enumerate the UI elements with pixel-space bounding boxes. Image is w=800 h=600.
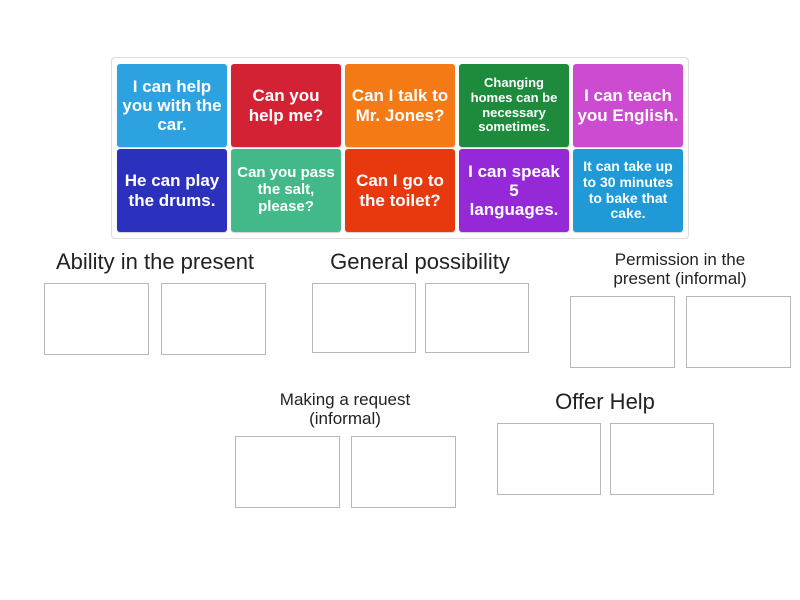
- dropzone[interactable]: [234, 436, 340, 509]
- tile-label: Changing homes can be necessary sometime…: [470, 75, 558, 135]
- tile-row-1: I can help you with the car. Can you hel…: [117, 64, 683, 147]
- dropzone[interactable]: [424, 282, 529, 353]
- tile-row-2: He can play the drums. Can you pass the …: [117, 149, 683, 232]
- category-area: Ability in the present General possibili…: [0, 249, 800, 509]
- tile-i-can-speak-5-languages[interactable]: I can speak 5 languages.: [459, 149, 569, 232]
- category-row-2: Making a request (informal) Offer Help: [0, 389, 800, 509]
- tile-label: Can you pass the salt, please?: [237, 164, 335, 215]
- category-label: Offer Help: [555, 389, 655, 415]
- dropzone[interactable]: [311, 282, 416, 353]
- tile-label: Can I go to the toilet?: [356, 171, 444, 210]
- category-ability-in-the-present: Ability in the present: [25, 249, 285, 355]
- category-row-1: Ability in the present General possibili…: [0, 249, 800, 369]
- dropzone[interactable]: [350, 436, 456, 509]
- category-dropzones: [44, 282, 266, 355]
- tile-can-you-pass-the-salt[interactable]: Can you pass the salt, please?: [231, 149, 341, 232]
- tile-label: I can speak 5 languages.: [468, 161, 560, 220]
- tile-label: It can take up to 30 minutes to bake tha…: [582, 158, 674, 222]
- draggable-tile-tray: I can help you with the car. Can you hel…: [111, 57, 689, 239]
- tile-offer-help-car[interactable]: I can help you with the car.: [117, 64, 227, 147]
- tile-can-i-go-to-the-toilet[interactable]: Can I go to the toilet?: [345, 149, 455, 232]
- tile-can-you-help-me[interactable]: Can you help me?: [231, 64, 341, 147]
- tile-he-can-play-the-drums[interactable]: He can play the drums.: [117, 149, 227, 232]
- category-dropzones: [569, 296, 791, 369]
- tile-label: He can play the drums.: [124, 171, 220, 210]
- category-dropzones: [234, 436, 456, 509]
- tile-cake-30-minutes[interactable]: It can take up to 30 minutes to bake tha…: [573, 149, 683, 232]
- dropzone[interactable]: [685, 296, 791, 369]
- category-general-possibility: General possibility: [295, 249, 545, 353]
- tile-label: I can help you with the car.: [122, 76, 222, 135]
- category-permission-in-the-present-informal: Permission in the present (informal): [565, 250, 795, 369]
- category-offer-help: Offer Help: [490, 389, 720, 495]
- dropzone[interactable]: [161, 282, 266, 355]
- category-label: Ability in the present: [55, 249, 255, 274]
- tile-label: I can teach you English.: [577, 86, 679, 125]
- tile-changing-homes-necessary[interactable]: Changing homes can be necessary sometime…: [459, 64, 569, 147]
- category-dropzones: [311, 282, 529, 353]
- category-label: Making a request (informal): [279, 390, 411, 429]
- tile-can-i-talk-to-mr-jones[interactable]: Can I talk to Mr. Jones?: [345, 64, 455, 147]
- tile-label: Can you help me?: [248, 86, 324, 125]
- tile-label: Can I talk to Mr. Jones?: [351, 86, 449, 125]
- dropzone[interactable]: [44, 282, 149, 355]
- category-label: Permission in the present (informal): [613, 250, 747, 289]
- category-label: General possibility: [330, 249, 510, 274]
- category-making-a-request-informal: Making a request (informal): [220, 390, 470, 509]
- dropzone[interactable]: [609, 422, 714, 495]
- dropzone[interactable]: [496, 422, 601, 495]
- tile-i-can-teach-you-english[interactable]: I can teach you English.: [573, 64, 683, 147]
- category-dropzones: [496, 422, 714, 495]
- dropzone[interactable]: [569, 296, 675, 369]
